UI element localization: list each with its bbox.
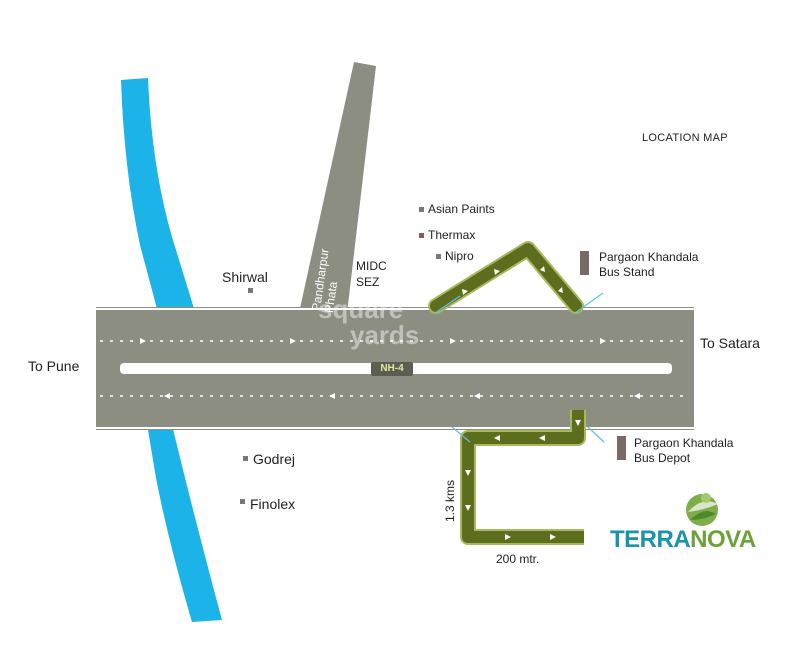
route-length-horizontal: 200 mtr. <box>496 552 540 566</box>
bus-stand-marker <box>580 251 589 275</box>
terranova-logo-part1: TERRA <box>610 526 691 553</box>
godrej-label: Godrej <box>253 451 296 467</box>
bus-depot-label-line2: Bus Depot <box>634 451 691 465</box>
terranova-logo-part2: NOVA <box>690 526 756 553</box>
bus-stand-label-line1: Pargaon Khandala <box>599 250 699 264</box>
terranova-logo: TERRANOVA <box>610 528 756 552</box>
bus-depot-marker <box>617 436 626 460</box>
callout-lines <box>434 292 605 443</box>
map-title: LOCATION MAP <box>642 132 728 144</box>
bus-stand-label: Pargaon Khandala Bus Stand <box>599 250 698 280</box>
midc-sez-label: MIDC SEZ <box>356 258 387 290</box>
lane-arrows-upper <box>140 338 606 344</box>
to-satara-label: To Satara <box>700 335 760 351</box>
bus-depot-label-line1: Pargaon Khandala <box>634 436 734 450</box>
route-length-vertical: 1.3 kms <box>443 479 457 522</box>
route-bus-stand-arrows <box>462 266 563 295</box>
godrej-marker <box>243 456 248 461</box>
asian-paints-marker <box>419 207 424 212</box>
route-terranova-arrows <box>465 420 581 540</box>
thermax-marker <box>419 233 424 238</box>
finolex-marker <box>240 499 245 504</box>
bus-depot-label: Pargaon Khandala Bus Depot <box>634 436 733 466</box>
midc-label-line1: MIDC <box>356 259 387 273</box>
shirwal-marker <box>248 288 253 293</box>
pandharpur-phata-road <box>297 62 376 322</box>
watermark-line2: yards <box>350 320 420 350</box>
to-pune-label: To Pune <box>28 358 80 374</box>
nipro-marker <box>436 254 441 259</box>
terranova-leaf-icon <box>686 493 718 526</box>
nh4-badge: NH-4 <box>371 362 413 376</box>
midc-label-line2: SEZ <box>356 275 380 289</box>
finolex-label: Finolex <box>250 496 296 512</box>
nh4-label: NH-4 <box>380 363 404 374</box>
shirwal-label: Shirwal <box>222 269 268 285</box>
lane-arrows-lower <box>164 393 640 399</box>
bus-stand-label-line2: Bus Stand <box>599 265 655 279</box>
asian-paints-label: Asian Paints <box>428 202 495 216</box>
nipro-label: Nipro <box>445 249 474 263</box>
thermax-label: Thermax <box>428 228 476 242</box>
watermark-line1: square <box>318 294 404 324</box>
